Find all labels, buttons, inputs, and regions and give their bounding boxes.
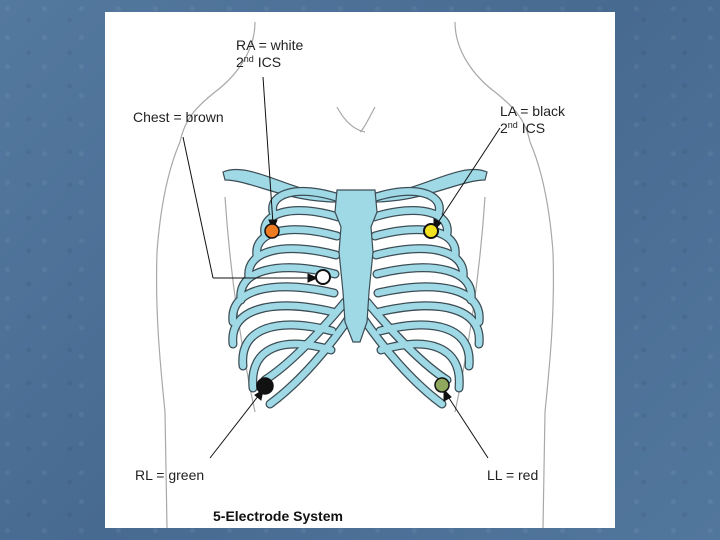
la-line2-suffix: ICS <box>518 120 545 136</box>
la-line2-prefix: 2 <box>500 120 508 136</box>
ra-label: RA = white 2nd ICS <box>236 37 303 71</box>
chest-diagram <box>105 12 615 528</box>
ra-label-line1: RA = white <box>236 37 303 54</box>
electrode-ra <box>265 224 279 238</box>
ra-line2-suffix: ICS <box>254 54 281 70</box>
la-label-line2: 2nd ICS <box>500 120 565 137</box>
sternum <box>335 190 377 342</box>
rl-label: RL = green <box>135 467 204 484</box>
chest-label: Chest = brown <box>133 109 224 126</box>
ll-label: LL = red <box>487 467 538 484</box>
diagram-panel: RA = white 2nd ICS LA = black 2nd ICS Ch… <box>105 12 615 528</box>
electrode-chest <box>316 270 330 284</box>
la-label: LA = black 2nd ICS <box>500 103 565 137</box>
ra-label-line2: 2nd ICS <box>236 54 303 71</box>
ra-line2-prefix: 2 <box>236 54 244 70</box>
ra-line2-sup: nd <box>244 54 254 64</box>
electrode-ll <box>435 378 449 392</box>
la-line2-sup: nd <box>508 120 518 130</box>
electrode-rl <box>257 378 273 394</box>
diagram-title: 5-Electrode System <box>213 508 343 525</box>
electrode-la <box>424 224 438 238</box>
la-label-line1: LA = black <box>500 103 565 120</box>
